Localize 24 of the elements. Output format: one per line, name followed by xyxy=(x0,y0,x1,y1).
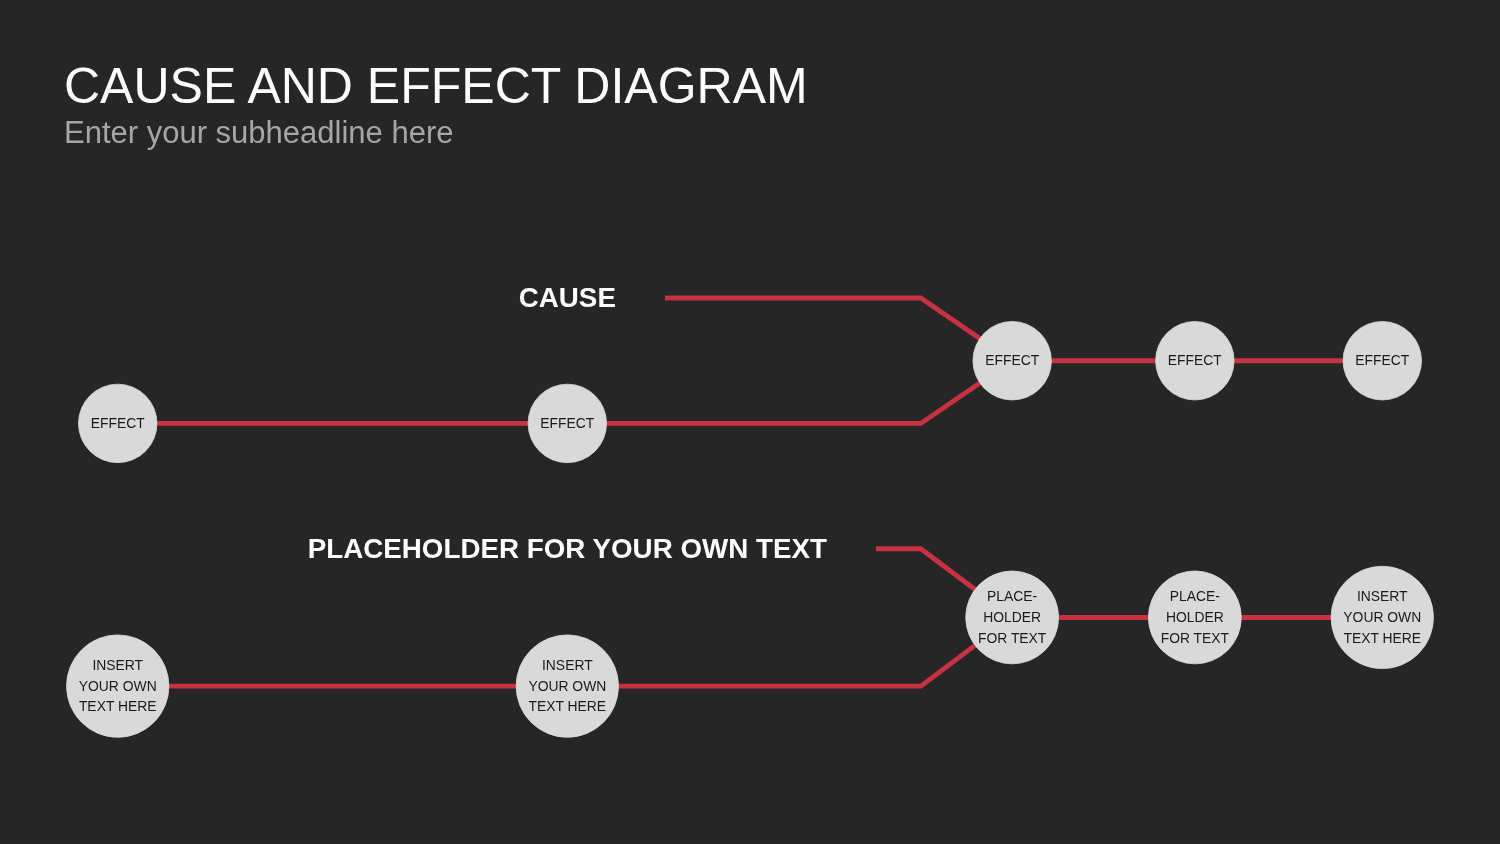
node-circle: PLACE- HOLDER FOR TEXT xyxy=(965,570,1059,665)
connector xyxy=(875,546,977,592)
connector xyxy=(168,683,517,689)
subtitle: Enter your subheadline here xyxy=(64,114,454,152)
node-circle: EFFECT xyxy=(1342,321,1422,401)
node-circle: EFFECT xyxy=(972,321,1052,401)
node-circle: INSERT YOUR OWN TEXT HERE xyxy=(515,634,619,738)
node-circle: EFFECT xyxy=(78,383,158,464)
connector xyxy=(664,295,982,341)
connector xyxy=(606,380,982,426)
connector xyxy=(1051,358,1156,364)
connector xyxy=(618,643,977,689)
node-circle: INSERT YOUR OWN TEXT HERE xyxy=(1330,565,1434,670)
node-text: CAUSE xyxy=(518,282,616,314)
node-text: PLACEHOLDER FOR YOUR OWN TEXT xyxy=(307,532,827,564)
node-circle: EFFECT xyxy=(1155,321,1235,401)
connector xyxy=(1058,614,1149,620)
node-circle: EFFECT xyxy=(527,383,607,464)
connector xyxy=(156,420,529,426)
title: CAUSE AND EFFECT DIAGRAM xyxy=(64,58,808,114)
connector xyxy=(1234,358,1344,364)
node-circle: PLACE- HOLDER FOR TEXT xyxy=(1148,570,1242,665)
node-circle: INSERT YOUR OWN TEXT HERE xyxy=(66,634,170,738)
connector xyxy=(1241,614,1332,620)
